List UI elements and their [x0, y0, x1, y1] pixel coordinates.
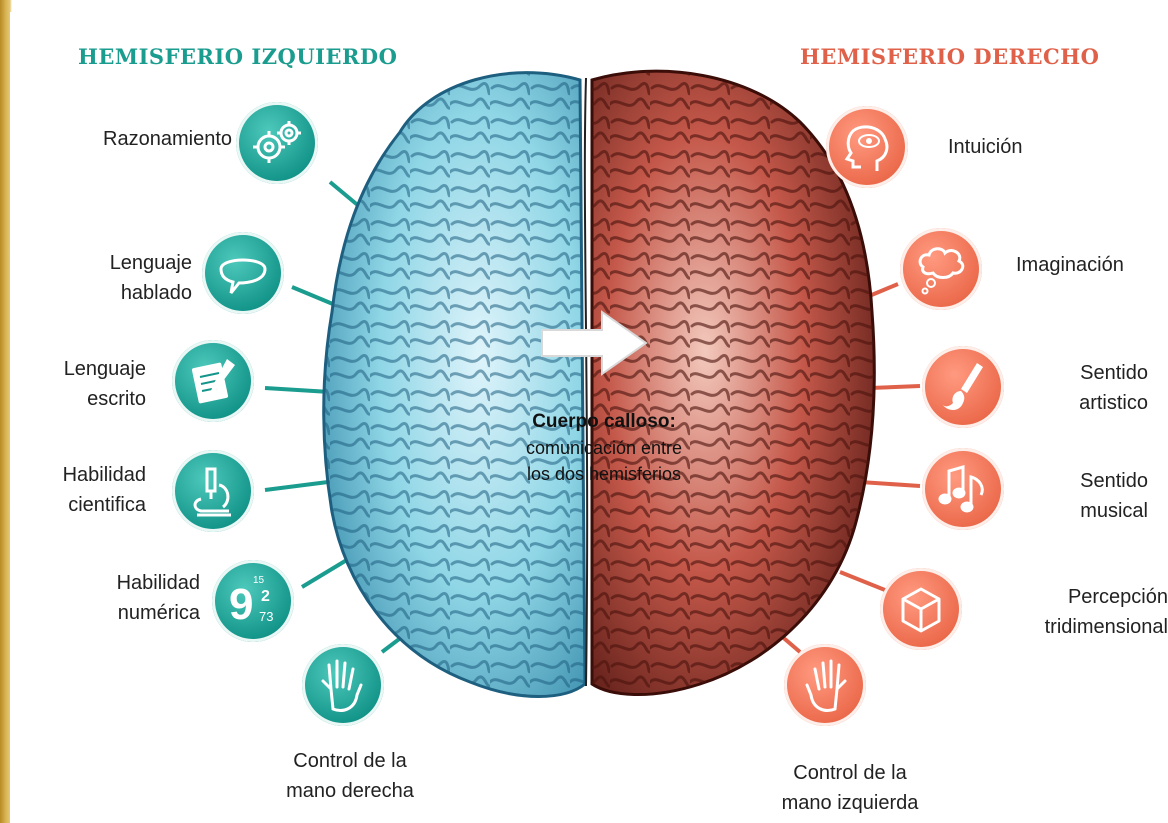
- corpus-callosum-title: Cuerpo calloso:: [532, 411, 676, 432]
- svg-text:9: 9: [229, 580, 253, 629]
- cube-icon: [880, 568, 962, 650]
- diagram-panel: HEMISFERIO IZQUIERDO HEMISFERIO DERECHO …: [10, 12, 1168, 823]
- label-sentido-artistico: Sentido artistico: [1079, 362, 1148, 414]
- left-hemisphere-header: HEMISFERIO IZQUIERDO: [78, 44, 398, 69]
- left-hand-icon: [784, 644, 866, 726]
- right-hand-icon: [302, 644, 384, 726]
- document-pencil-icon: [172, 340, 254, 422]
- label-habilidad-cientifica: Habilidad cientifica: [62, 464, 146, 516]
- microscope-icon: [172, 450, 254, 532]
- gears-icon: [236, 102, 318, 184]
- label-razonamiento: Razonamiento: [103, 128, 232, 150]
- label-control-mano-derecha: Control de la mano derecha: [286, 750, 414, 802]
- speech-bubble-icon: [202, 232, 284, 314]
- corpus-callosum-line1: comunicación entre: [525, 438, 683, 458]
- label-sentido-musical: Sentido musical: [1080, 470, 1148, 522]
- label-lenguaje-escrito: Lenguaje escrito: [63, 358, 146, 410]
- paintbrush-icon: [922, 346, 1004, 428]
- brain-illustration: [264, 69, 921, 698]
- right-hemisphere-header: HEMISFERIO DERECHO: [800, 44, 1100, 69]
- corpus-callosum-arrow-icon: [541, 310, 648, 376]
- svg-text:73: 73: [259, 609, 273, 624]
- head-eye-icon: [826, 106, 908, 188]
- label-habilidad-numerica: Habilidad numérica: [116, 572, 200, 624]
- label-percepcion-tridimensional: Percepción tridimensional: [1044, 586, 1168, 638]
- corpus-callosum-line2: los dos hemisferios: [526, 464, 682, 484]
- music-note-icon: [922, 448, 1004, 530]
- thought-cloud-icon: [900, 228, 982, 310]
- svg-text:2: 2: [261, 588, 270, 605]
- label-intuicion: Intuición: [948, 136, 1023, 158]
- label-imaginacion: Imaginación: [1016, 254, 1124, 276]
- svg-text:15: 15: [253, 575, 265, 586]
- label-lenguaje-hablado: Lenguaje hablado: [109, 252, 192, 304]
- label-control-mano-izquierda: Control de la mano izquierda: [781, 762, 919, 814]
- corpus-callosum-caption: Cuerpo calloso: comunicación entre los d…: [468, 409, 740, 487]
